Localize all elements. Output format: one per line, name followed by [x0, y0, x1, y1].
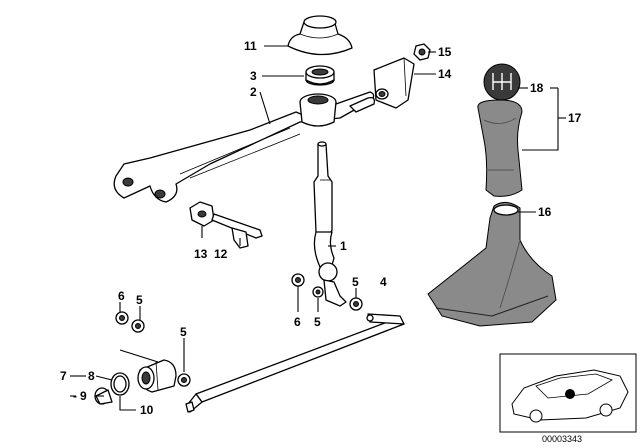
part-2-bracket — [113, 91, 376, 203]
document-id: 00003343 — [542, 434, 582, 444]
part-6-washer-b — [115, 311, 129, 325]
callout-10: 10 — [140, 403, 154, 417]
part-6-washer-a — [291, 273, 305, 287]
part-5-washer-b — [349, 297, 363, 311]
callout-1: 1 — [340, 239, 347, 253]
callout-7: 7 — [60, 369, 67, 383]
callout-15: 15 — [438, 45, 452, 59]
leader-lines — [70, 45, 566, 411]
part-17-knob — [477, 99, 523, 197]
callout-17: 17 — [568, 111, 582, 125]
callout-11: 11 — [244, 39, 257, 53]
callout-9-dash: - — [73, 389, 77, 403]
callout-6-center: 6 — [294, 315, 301, 329]
callout-16: 16 — [538, 205, 552, 219]
callout-5-lower: 5 — [180, 325, 187, 339]
part-5-washer-c — [131, 319, 145, 333]
callout-9: 9 — [80, 389, 87, 403]
callout-5-left: 5 — [136, 293, 143, 307]
part-16-gaiter — [427, 202, 557, 327]
callout-4: 4 — [380, 275, 387, 289]
part-5-washer-a — [312, 286, 324, 298]
part-10-joint — [137, 359, 177, 393]
part-12-pin — [211, 213, 263, 249]
callout-3: 3 — [250, 69, 257, 83]
callout-12: 12 — [214, 247, 228, 261]
callout-2: 2 — [250, 85, 257, 99]
callout-13: 13 — [194, 247, 208, 261]
part-5-washer-d — [177, 373, 191, 387]
callout-8: 8 — [88, 369, 95, 383]
part-3-bushing — [305, 65, 335, 86]
callout-14: 14 — [438, 67, 452, 81]
callout-5-upper: 5 — [352, 275, 359, 289]
part-15-nut — [413, 43, 431, 61]
callout-6-left: 6 — [118, 289, 125, 303]
car-inset — [499, 353, 637, 433]
part-8-ring — [110, 372, 130, 396]
part-1-lever — [313, 141, 347, 307]
part-4-rod — [185, 313, 405, 413]
callout-labels: 11 3 2 1 15 14 18 17 16 13 12 4 5 6 5 6 … — [60, 39, 582, 444]
callout-18: 18 — [530, 81, 544, 95]
part-13-clip — [189, 201, 215, 227]
part-14-bracket — [373, 57, 415, 109]
callout-5-center: 5 — [314, 315, 321, 329]
part-18-knob-cap — [483, 63, 521, 101]
part-11-boot — [287, 15, 353, 56]
